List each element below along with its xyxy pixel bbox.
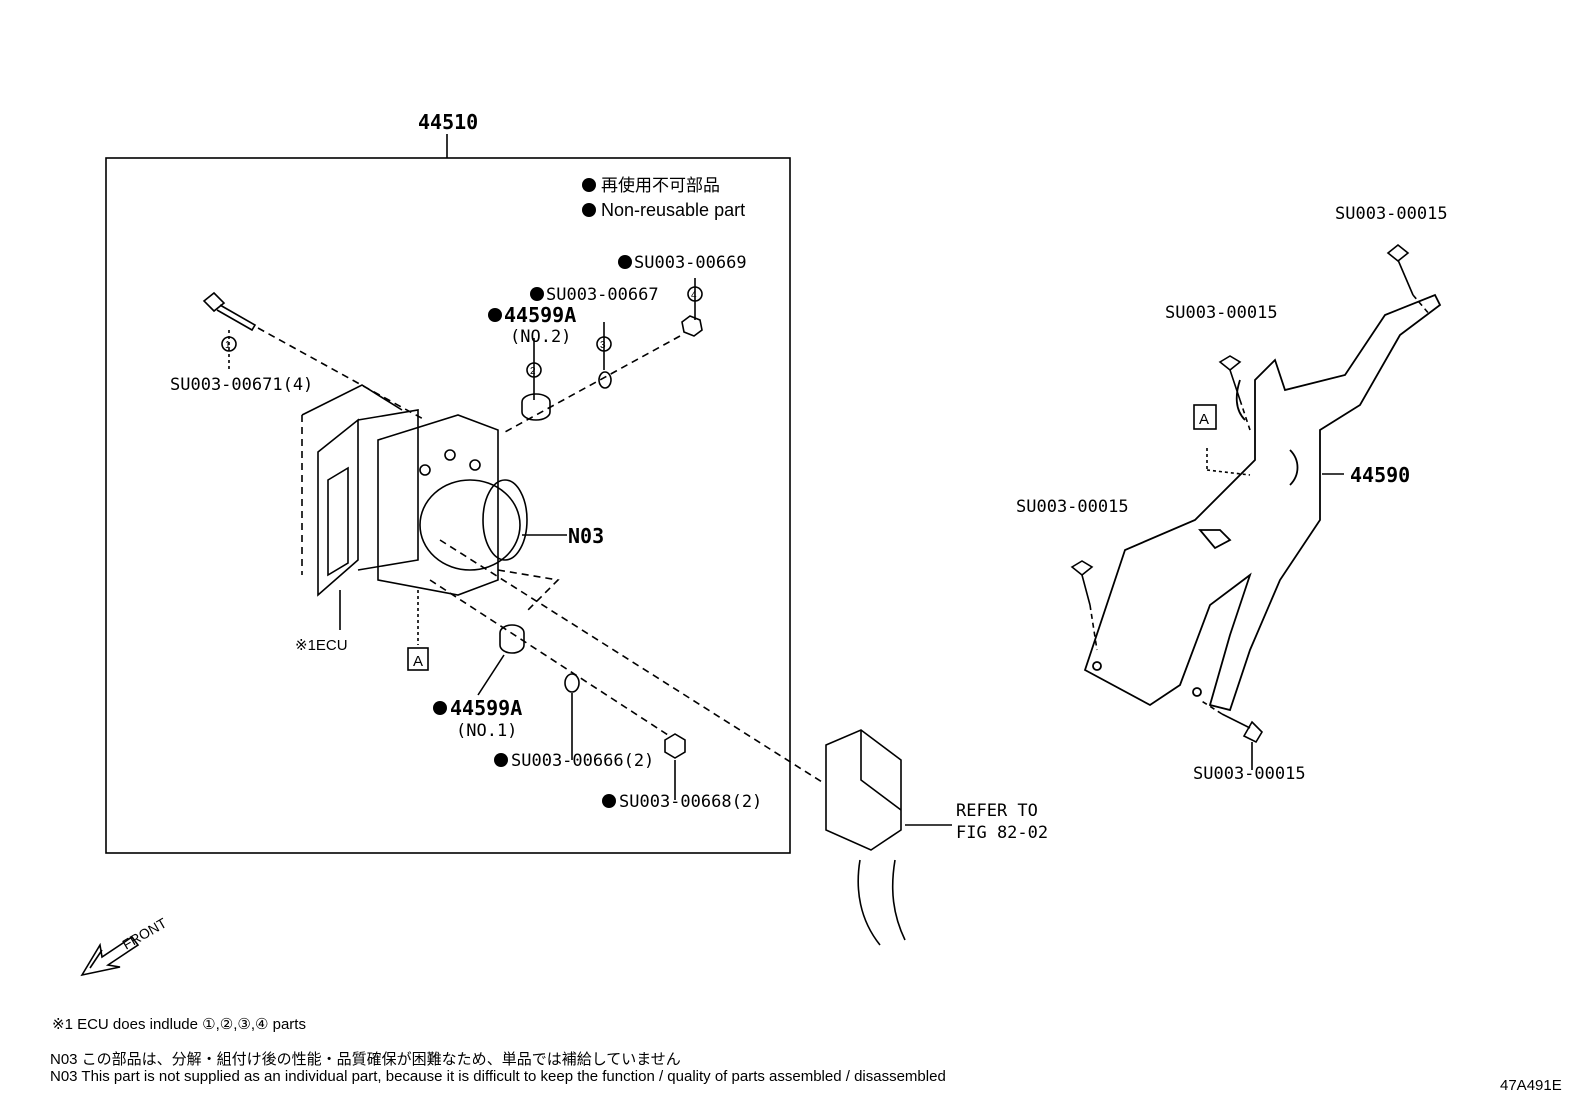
legend-jp: 再使用不可部品 (601, 175, 720, 195)
figure-id: 47A491E (1500, 1077, 1562, 1094)
part-grommet-lower-sub: (NO.1) (456, 721, 517, 741)
circled-4: 4 (691, 290, 697, 301)
bracket (1083, 293, 1442, 712)
refer-line-2: FIG 82-02 (956, 823, 1048, 843)
part-grommet-upper-sub: (NO.2) (510, 327, 571, 347)
washer-icon (564, 673, 580, 693)
n03-note-en: N03 This part is not supplied as an indi… (50, 1068, 946, 1085)
circled-3: 3 (600, 340, 606, 351)
part-washer-upper: SU003-00667 (546, 285, 659, 305)
bolt-icon (1386, 243, 1431, 316)
part-grommet-lower: 44599A (450, 696, 522, 720)
nut-icon (681, 315, 703, 337)
n03-note-jp: N03 この部品は、分解・組付け後の性能・品質確保が困難なため、単品では補給して… (50, 1051, 681, 1068)
grommet-icon (521, 393, 551, 421)
front-arrow-icon (80, 935, 140, 977)
part-bracket: 44590 (1350, 463, 1410, 487)
part-bolt-mid: SU003-00015 (1165, 303, 1278, 323)
refer-line-1: REFER TO (956, 801, 1038, 821)
circled-2: 2 (530, 366, 536, 377)
bolt-icon (1070, 560, 1098, 651)
bolt-icon (202, 291, 257, 332)
assembly-label: 44510 (418, 110, 478, 134)
bolt-icon (1199, 699, 1264, 770)
part-bolt-top: SU003-00015 (1335, 204, 1448, 224)
harness-connector (825, 729, 906, 946)
part-ecu: ※1ECU (295, 637, 348, 654)
bullet-icon (582, 178, 596, 192)
part-bolt-left: SU003-00015 (1016, 497, 1129, 517)
washer-icon (598, 371, 612, 389)
part-bolt-bottom: SU003-00015 (1193, 764, 1306, 784)
ecu-note: ※1 ECU does indlude ①,②,③,④ parts (52, 1016, 306, 1033)
circled-1: 1 (225, 340, 231, 351)
part-washer-lower: SU003-00666(2) (511, 751, 654, 771)
legend-en: Non-reusable part (601, 200, 745, 220)
circled-number-icon (221, 336, 237, 352)
part-nut-upper: SU003-00669 (634, 253, 747, 273)
bullet-icon (582, 203, 596, 217)
abs-actuator (301, 384, 560, 611)
bolt-icon (1218, 355, 1251, 431)
grommet-icon (499, 624, 525, 654)
part-grommet-upper: 44599A (504, 303, 576, 327)
assembly-frame (105, 157, 791, 854)
front-label: FRONT (120, 914, 170, 952)
part-bolt-1: SU003-00671(4) (170, 375, 313, 395)
nut-icon (664, 733, 686, 759)
part-nut-lower: SU003-00668(2) (619, 792, 762, 812)
ref-a-box: A (413, 653, 423, 670)
part-n03: N03 (568, 524, 604, 548)
ref-a2-box: A (1199, 411, 1209, 428)
